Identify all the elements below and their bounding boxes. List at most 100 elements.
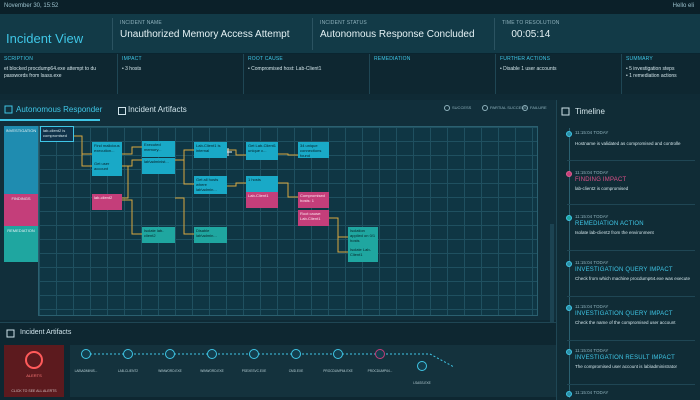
- chain-label: PSEXESVC.EXE: [241, 369, 267, 373]
- timeline-time: 11:15:04 TODAY: [575, 214, 609, 219]
- finding-node[interactable]: Compromised hosts: 1: [298, 192, 329, 208]
- timeline-item[interactable]: 11:15:04 TODAY FINDING IMPACT lab-client…: [566, 170, 699, 192]
- lane-investigation-label: INVESTIGATION: [5, 128, 37, 133]
- timeline-item[interactable]: 11:15:04 TODAY Hostname is validated as …: [566, 130, 699, 147]
- time-value: 00:05:14: [511, 29, 551, 40]
- lane-findings: FINDINGS: [4, 194, 38, 226]
- summary-label: SUMMARY: [626, 56, 653, 62]
- incident-status: Autonomous Response Concluded: [320, 29, 475, 40]
- chain-label: WINWORD.EXE: [158, 369, 182, 373]
- lane-remediation: REMEDIATION: [4, 226, 38, 262]
- chain-node[interactable]: PROCDUMP64.EXE: [320, 349, 356, 373]
- process-chain: LAB\ADMINIS... LAB-CLIENT2 WINWORD.EXE W…: [70, 345, 556, 397]
- remediation-node[interactable]: Isolate Lab-Client1: [348, 246, 378, 262]
- timeline-time: 11:15:04 TODAY: [575, 130, 609, 135]
- chain-label: CMD.EXE: [288, 369, 304, 373]
- chain-node[interactable]: CMD.EXE: [278, 349, 314, 373]
- timeline-item[interactable]: 11:15:04 TODAY REMEDIATION ACTION Isolat…: [566, 214, 699, 236]
- chain-label: WINWORD.EXE: [200, 369, 224, 373]
- workflow-node[interactable]: Get user account: [92, 160, 122, 176]
- workflow-node[interactable]: Lab-Client1 is internal: [194, 142, 227, 158]
- lane-investigation: INVESTIGATION: [4, 126, 38, 194]
- tab-incident-artifacts[interactable]: Incident Artifacts: [128, 105, 187, 114]
- success-icon: [444, 105, 450, 111]
- timeline-dot: [566, 349, 572, 355]
- timeline-desc: lab-client2 is compromised: [575, 186, 629, 191]
- process-icon: [333, 349, 343, 359]
- power-icon: [25, 351, 43, 369]
- chain-label: LAB-CLIENT2: [117, 369, 139, 373]
- workflow-canvas[interactable]: [38, 126, 538, 316]
- root-cause-text: • Compromised host: Lab-Client1: [248, 66, 322, 72]
- page-title: Incident View: [6, 31, 84, 46]
- remediation-node[interactable]: Disable lab\admin...: [194, 227, 227, 243]
- workflow-node[interactable]: Find malicious execution...: [92, 142, 122, 160]
- timeline-dot: [566, 171, 572, 177]
- timeline-time: 11:15:04 TODAY: [575, 260, 609, 265]
- timeline-item[interactable]: 11:15:04 TODAY INVESTIGATION QUERY IMPAC…: [566, 260, 699, 282]
- chain-node[interactable]: WINWORD.EXE: [194, 349, 230, 373]
- chain-label: PROCDUMP64...: [367, 369, 393, 373]
- artifacts-title: Incident Artifacts: [20, 329, 72, 336]
- timeline-type: FINDING IMPACT: [575, 177, 627, 183]
- summary-cell: SUMMARY • 5 investigation steps • 1 reme…: [622, 54, 700, 94]
- workflow-node[interactable]: Executed memory...: [142, 141, 175, 157]
- finding-node[interactable]: Lab-Client1: [246, 192, 278, 208]
- summary-line: • 5 investigation steps: [626, 66, 675, 72]
- incident-name-label: INCIDENT NAME: [120, 20, 162, 26]
- process-icon: [249, 349, 259, 359]
- chain-node[interactable]: PSEXESVC.EXE: [236, 349, 272, 373]
- finding-node[interactable]: Root cause: Lab-Client1: [298, 210, 329, 226]
- divider: [112, 18, 113, 50]
- legend-partial-label: PARTIAL SUCCESS: [490, 105, 527, 111]
- remediation-cell: REMEDIATION: [370, 54, 496, 94]
- remediation-node[interactable]: Isolate lab-client2: [142, 227, 175, 243]
- workflow-node[interactable]: lab\administ...: [142, 158, 175, 174]
- host-icon: [123, 349, 133, 359]
- divider: [312, 18, 313, 50]
- timeline-item[interactable]: 11:15:04 TODAY INVESTIGATION QUERY IMPAC…: [566, 304, 699, 326]
- tab-autonomous-responder[interactable]: Autonomous Responder: [16, 105, 103, 114]
- chain-node[interactable]: LAB\ADMINIS...: [68, 349, 104, 373]
- timeline-desc: Check from which machine procdump64.exe …: [575, 276, 691, 281]
- chain-node[interactable]: LSASS.EXE: [404, 361, 440, 385]
- process-icon: [207, 349, 217, 359]
- chain-node[interactable]: WINWORD.EXE: [152, 349, 188, 373]
- lane-remediation-label: REMEDIATION: [7, 228, 35, 233]
- see-all-alerts-link[interactable]: CLICK TO SEE ALL ALERTS: [11, 389, 57, 393]
- divider: [567, 384, 695, 385]
- timeline-item[interactable]: 11:15:04 TODAY: [566, 390, 699, 397]
- timeline-time: 11:15:04 TODAY: [575, 348, 609, 353]
- time-label: TIME TO RESOLUTION: [502, 20, 560, 26]
- alerts-card[interactable]: ALERTS CLICK TO SEE ALL ALERTS: [4, 345, 64, 397]
- workflow-node[interactable]: Get all hosts where lab\admin...: [194, 176, 227, 194]
- workflow-node[interactable]: lab-client2 is compromised: [40, 126, 74, 142]
- timeline-item[interactable]: 11:15:04 TODAY INVESTIGATION RESULT IMPA…: [566, 348, 699, 370]
- workflow-node[interactable]: 34 unique connections found: [298, 142, 329, 158]
- description-line: passwords from lsass.exe: [4, 73, 62, 79]
- timeline-dot: [566, 305, 572, 311]
- legend-partial: PARTIAL SUCCESS: [482, 105, 527, 111]
- user-greeting[interactable]: Hello eli: [672, 3, 694, 9]
- impact-cell: IMPACT • 3 hosts: [118, 54, 244, 94]
- timeline-dot: [566, 215, 572, 221]
- impact-label: IMPACT: [122, 56, 142, 62]
- chain-node[interactable]: LAB-CLIENT2: [110, 349, 146, 373]
- chain-node[interactable]: PROCDUMP64...: [362, 349, 398, 373]
- timeline-type: INVESTIGATION RESULT IMPACT: [575, 355, 675, 361]
- incident-name: Unauthorized Memory Access Attempt: [120, 29, 290, 40]
- finding-node[interactable]: lab-client2: [92, 194, 122, 210]
- responder-icon: [4, 105, 13, 114]
- chain-label: PROCDUMP64.EXE: [323, 369, 353, 373]
- remediation-node[interactable]: Isolation applied on 0/1 hosts: [348, 227, 378, 247]
- chain-label: LAB\ADMINIS...: [74, 369, 98, 373]
- legend-failure-label: FAILURE: [530, 105, 547, 111]
- workflow-node[interactable]: Get Lab-Client1 unique c...: [246, 142, 278, 160]
- timeline-title: Timeline: [575, 107, 605, 116]
- summary-text: • 5 investigation steps • 1 remediation …: [626, 66, 696, 80]
- divider: [567, 296, 695, 297]
- workflow-node[interactable]: 1 hosts: [246, 176, 278, 192]
- canvas-scrollbar[interactable]: [550, 224, 554, 400]
- timeline-time: 11:15:04 TODAY: [575, 170, 609, 175]
- tab-bar: Autonomous Responder Incident Artifacts …: [0, 100, 556, 122]
